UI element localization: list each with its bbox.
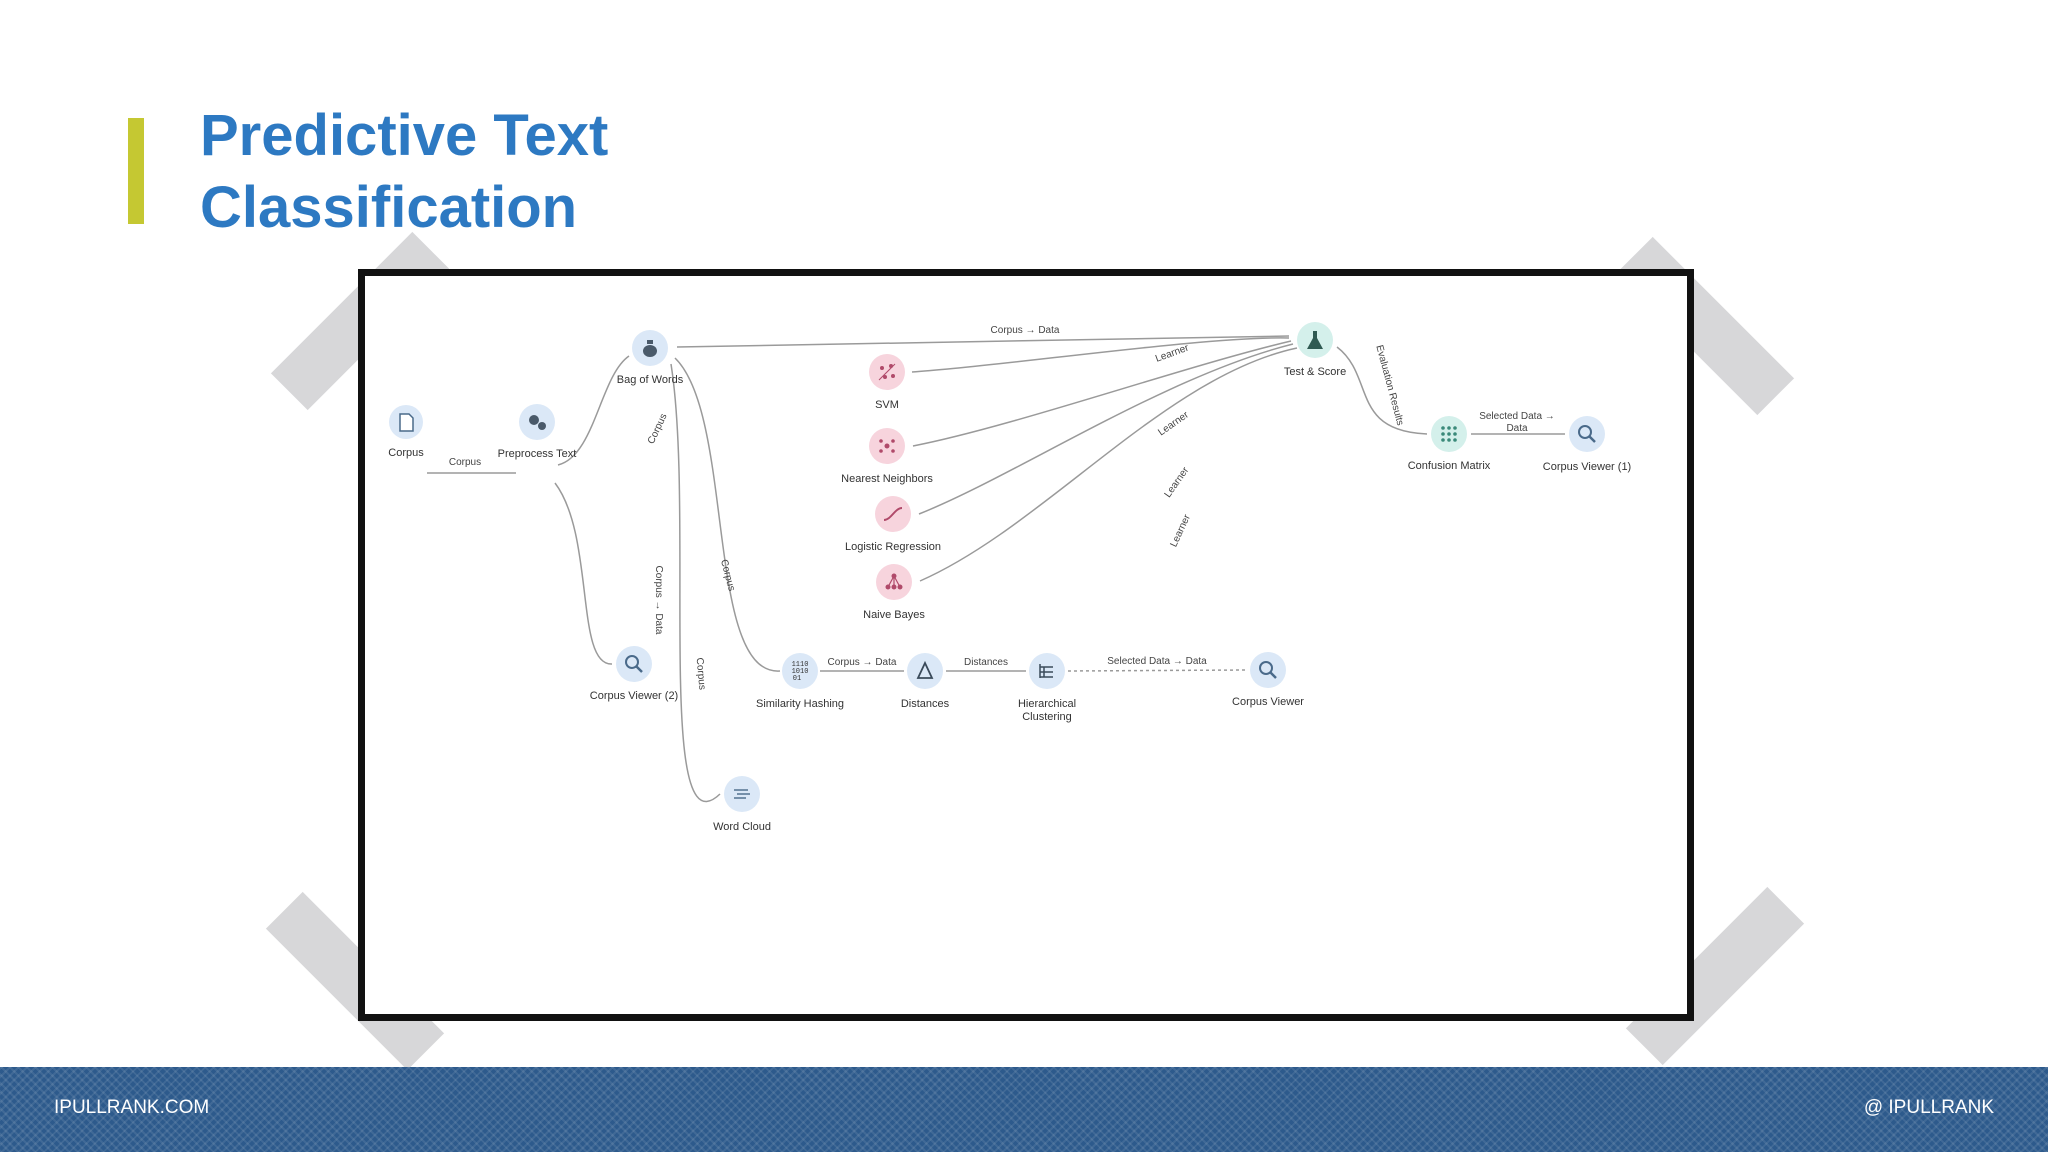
- edge-label-selected-data-2: Selected Data → Data: [1107, 656, 1207, 667]
- node-label-corpus: Corpus: [388, 447, 424, 459]
- node-corpus-viewer[interactable]: Corpus Viewer: [1232, 652, 1304, 708]
- node-confusion-matrix[interactable]: Confusion Matrix: [1408, 416, 1491, 472]
- edge-label-selected-data-1a: Selected Data →: [1479, 411, 1555, 422]
- workflow-canvas: Corpus Corpus Corpus → Data Corpus → Dat…: [388, 322, 1631, 833]
- cloud-icon: [734, 789, 750, 799]
- magnifier-icon: [625, 655, 643, 673]
- edge-label-corpus-2: Corpus: [646, 412, 670, 446]
- edge-label-distances: Distances: [964, 657, 1008, 668]
- node-label-nb: Naive Bayes: [863, 609, 925, 621]
- edge-preprocess-bow[interactable]: [557, 355, 630, 466]
- footer-bar: IPULLRANK.COM @ IPULLRANK: [0, 1067, 2048, 1152]
- edge-label-selected-data-1b: Data: [1506, 423, 1528, 434]
- edge-nb-testscore[interactable]: [919, 347, 1298, 582]
- node-label-simhash: Similarity Hashing: [756, 698, 844, 710]
- node-bag-of-words[interactable]: Bag of Words: [617, 330, 684, 386]
- title-line-1: Predictive Text: [200, 103, 609, 168]
- svg-text:01: 01: [793, 675, 801, 683]
- node-label-cvmain: Corpus Viewer: [1232, 696, 1304, 708]
- flask-icon: [1307, 331, 1323, 349]
- svg-text:1110: 1110: [792, 661, 809, 669]
- node-label-cv2: Corpus Viewer (2): [590, 690, 678, 702]
- matrix-icon: [1441, 426, 1457, 442]
- node-label-bow: Bag of Words: [617, 374, 684, 386]
- edge-label-corpus-data-2: Corpus → Data: [991, 325, 1060, 336]
- edge-testscore-confusion[interactable]: [1336, 346, 1428, 435]
- edge-label-corpus-1: Corpus: [449, 457, 481, 468]
- node-label-hclust-2: Clustering: [1022, 711, 1072, 723]
- bag-icon: [643, 340, 657, 357]
- node-label-wordcloud: Word Cloud: [713, 821, 771, 833]
- node-label-logreg: Logistic Regression: [845, 541, 941, 553]
- node-nearest-neighbors[interactable]: Nearest Neighbors: [841, 428, 933, 485]
- edge-bow-simhash[interactable]: [674, 357, 781, 672]
- node-test-and-score[interactable]: Test & Score: [1284, 322, 1346, 378]
- node-label-hclust-1: Hierarchical: [1018, 698, 1076, 710]
- edge-bow-wordcloud[interactable]: [670, 363, 721, 803]
- node-word-cloud[interactable]: Word Cloud: [713, 776, 771, 833]
- edge-label-corpus-data-1: Corpus → Data: [653, 566, 664, 635]
- edge-label-learner-4: Learner: [1168, 512, 1193, 548]
- node-preprocess-text[interactable]: Preprocess Text: [498, 404, 577, 460]
- node-logistic-regression[interactable]: Logistic Regression: [845, 496, 941, 553]
- slide-title: Predictive Text Classification: [200, 100, 608, 244]
- node-label-cv1: Corpus Viewer (1): [1543, 461, 1631, 473]
- dendrogram-icon: [1039, 664, 1053, 678]
- tree-icon: [885, 573, 903, 590]
- edge-preprocess-cv2[interactable]: [554, 482, 613, 665]
- node-label-distances: Distances: [901, 698, 950, 710]
- edge-bow-testscore[interactable]: [676, 335, 1290, 348]
- binary-icon: 1110 1010 01: [792, 661, 809, 683]
- node-corpus-viewer-1[interactable]: Corpus Viewer (1): [1543, 416, 1631, 473]
- svm-icon: [878, 363, 896, 381]
- edge-logreg-testscore[interactable]: [918, 343, 1294, 515]
- edge-label-corpus-4: Corpus: [694, 657, 708, 690]
- workflow-screenshot-frame: Corpus Corpus Corpus → Data Corpus → Dat…: [358, 269, 1694, 1021]
- node-label-confusion: Confusion Matrix: [1408, 460, 1491, 472]
- footer-handle[interactable]: @ IPULLRANK: [1863, 1097, 1994, 1118]
- title-accent-bar: [128, 118, 144, 224]
- sigmoid-icon: [883, 507, 903, 521]
- node-label-preprocess: Preprocess Text: [498, 448, 577, 460]
- edge-label-corpus-3: Corpus: [718, 558, 737, 592]
- node-label-testscore: Test & Score: [1284, 366, 1346, 378]
- node-corpus-viewer-2[interactable]: Corpus Viewer (2): [590, 646, 678, 702]
- node-corpus[interactable]: Corpus: [388, 405, 424, 459]
- node-hierarchical-clustering[interactable]: Hierarchical Clustering: [1018, 653, 1076, 723]
- node-naive-bayes[interactable]: Naive Bayes: [863, 564, 925, 621]
- gears-icon: [529, 415, 546, 430]
- neighbors-icon: [879, 439, 895, 453]
- magnifier-icon: [1578, 425, 1596, 443]
- node-distances[interactable]: Distances: [901, 653, 950, 710]
- edge-label-evaluation-results: Evaluation Results: [1373, 344, 1405, 427]
- footer-website[interactable]: IPULLRANK.COM: [54, 1097, 210, 1118]
- edge-label-learner-3: Learner: [1163, 465, 1192, 500]
- edge-hclust-cvmain[interactable]: [1067, 669, 1247, 672]
- title-line-2: Classification: [200, 175, 578, 240]
- node-label-svm: SVM: [875, 399, 899, 411]
- magnifier-icon: [1259, 661, 1277, 679]
- edge-knn-testscore[interactable]: [912, 340, 1292, 447]
- svg-text:1010: 1010: [792, 668, 809, 676]
- edge-svm-testscore[interactable]: [911, 337, 1290, 373]
- delta-icon: [916, 660, 934, 679]
- node-svm[interactable]: SVM: [869, 354, 905, 411]
- node-similarity-hashing[interactable]: 1110 1010 01 Similarity Hashing: [756, 653, 844, 710]
- node-label-knn: Nearest Neighbors: [841, 473, 933, 485]
- edge-label-corpus-data-3: Corpus → Data: [828, 657, 897, 668]
